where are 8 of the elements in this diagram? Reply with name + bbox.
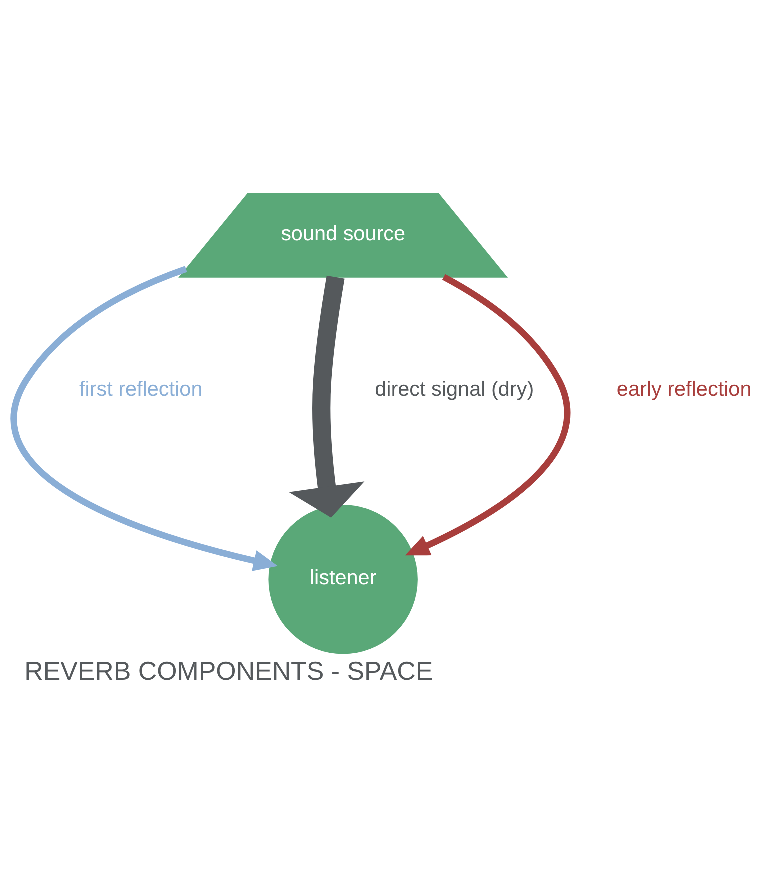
arrow — [11, 266, 278, 571]
edge-label: direct signal (dry) — [375, 378, 534, 401]
edge-label: early reflection — [616, 378, 752, 401]
arrow — [405, 274, 571, 556]
diagram-title: REVERB COMPONENTS - SPACE — [24, 657, 434, 686]
edge-label: first reflection — [79, 378, 203, 401]
arrow — [289, 275, 365, 518]
node-circle: listener — [268, 504, 418, 654]
